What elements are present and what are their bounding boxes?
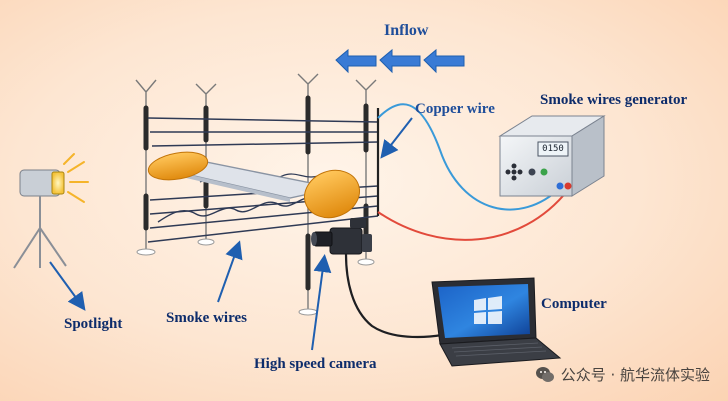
high-speed-camera-device [311, 218, 463, 339]
hanger-hook-2 [195, 83, 217, 100]
keypad-button [505, 169, 511, 175]
rod-foot [298, 308, 318, 316]
inflow-arrow-3 [423, 48, 465, 74]
light-rays [63, 153, 89, 203]
key-row [453, 346, 543, 353]
label-spotlight: Spotlight [64, 316, 123, 332]
spotlight-device [13, 153, 89, 269]
arrow-high-speed-camera [311, 254, 332, 351]
copper-wire-blue [377, 103, 561, 211]
windows-pane [488, 311, 502, 324]
tripod-leg [39, 227, 67, 267]
hanger-hook-3 [297, 73, 319, 90]
arrow-spotlight [49, 261, 86, 311]
smoke-wires-generator-box [498, 115, 606, 197]
smoke-wire [147, 215, 379, 243]
label-copper-wire: Copper wire [415, 101, 495, 117]
light-ray [67, 161, 85, 173]
watermark-text: 公众号 · 航华流体实验 [560, 366, 710, 384]
hanger-hook-4 [355, 79, 377, 98]
generator-knob [528, 168, 536, 176]
camera-cable [344, 253, 463, 339]
key-row [455, 350, 547, 357]
camera-lens-front [311, 232, 317, 246]
arrow-to-copper-wire [380, 117, 413, 159]
camera-grip [362, 234, 372, 252]
label-smoke-wires: Smoke wires [166, 310, 247, 326]
smoke-wire [147, 117, 379, 123]
terminal-red [564, 182, 572, 190]
label-smoke-wires-generator: Smoke wires generator [540, 92, 688, 108]
rod-foot [357, 258, 375, 266]
rod-foot [197, 238, 215, 246]
watermark: 公众号 · 航华流体实验 [535, 364, 710, 385]
tripod-leg [13, 227, 41, 269]
pointer-arrows [49, 117, 413, 351]
wechat-icon [535, 366, 554, 382]
smoke-wire [151, 141, 379, 147]
label-inflow: Inflow [384, 22, 429, 39]
label-computer: Computer [541, 296, 607, 312]
key-row [451, 342, 539, 349]
generator-display-text: 0150 [542, 144, 564, 154]
camera-body [329, 227, 363, 255]
windows-pane [488, 296, 502, 310]
arrow-smoke-wires [217, 240, 243, 303]
generator-indicator [540, 168, 548, 176]
light-ray [67, 191, 85, 203]
inflow-arrows [335, 48, 465, 74]
hanger-hook-1 [135, 79, 157, 100]
camera-viewfinder [350, 218, 366, 228]
rod-feet [136, 238, 375, 316]
spotlight-lens [51, 171, 65, 195]
keypad-button [511, 175, 517, 181]
windows-logo-icon [474, 296, 502, 324]
model-airfoil [147, 151, 360, 219]
laptop-base [439, 337, 562, 367]
rod-foot [136, 248, 156, 256]
inflow-arrow-2 [379, 48, 421, 74]
laptop-screen [438, 284, 530, 338]
keypad-button [511, 169, 517, 175]
windows-pane [474, 312, 486, 324]
airfoil-right [304, 169, 360, 219]
label-high-speed-camera: High speed camera [254, 356, 377, 372]
terminal-blue [556, 182, 564, 190]
generator-display-box [537, 141, 569, 157]
windows-pane [474, 298, 486, 311]
light-ray [63, 153, 75, 165]
laptop [431, 277, 562, 367]
keypad-button [511, 163, 517, 169]
copper-wire-red [377, 189, 569, 241]
airfoil-left [147, 151, 209, 181]
generator-keypad [505, 163, 523, 181]
inflow-arrow-1 [335, 48, 377, 74]
laptop-keyboard [451, 342, 547, 357]
keypad-button [517, 169, 523, 175]
smoke-streak [157, 196, 317, 223]
model-plate-edge [160, 168, 290, 202]
